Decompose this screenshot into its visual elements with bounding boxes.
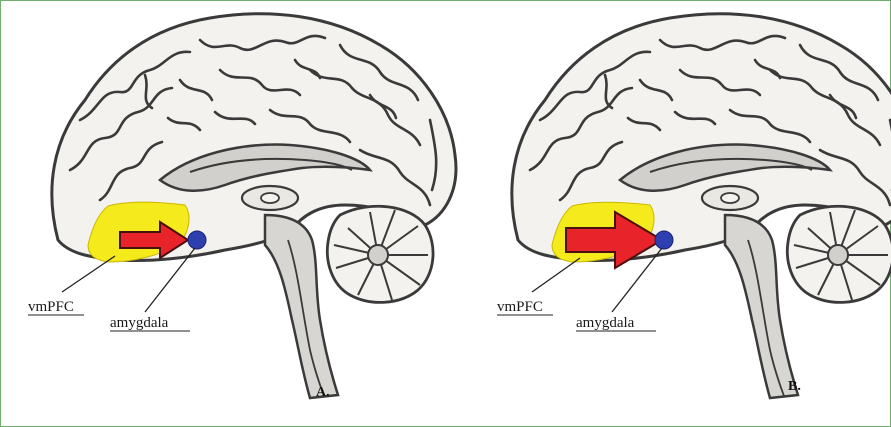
vmpfc-label: vmPFC [497, 299, 543, 315]
panel-letter: A. [316, 385, 330, 400]
amygdala-dot [188, 231, 206, 249]
vmpfc-leader-line [532, 258, 580, 292]
brain-illustration [512, 14, 891, 398]
amygdala-label: amygdala [110, 315, 169, 331]
panel-letter: B. [788, 379, 801, 394]
vmpfc-label: vmPFC [28, 299, 74, 315]
vmpfc-leader-line [62, 256, 115, 292]
panel-a: vmPFC amygdala A. [28, 14, 456, 400]
amygdala-label: amygdala [576, 315, 635, 331]
amygdala-dot [655, 231, 673, 249]
panel-b: vmPFC amygdala B. [497, 14, 891, 398]
